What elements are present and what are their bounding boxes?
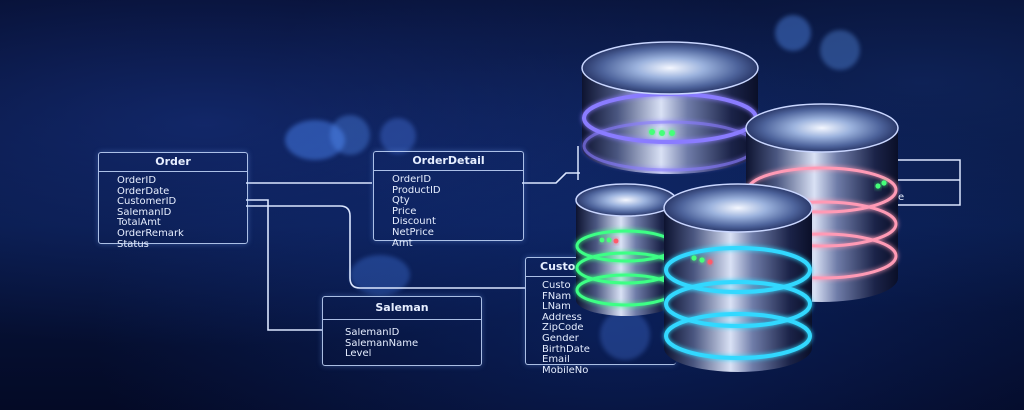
- table-field: SalemanID: [117, 207, 172, 218]
- table-field: Discount: [392, 217, 436, 228]
- bokeh-light: [330, 115, 370, 155]
- table-field: Price: [392, 206, 417, 217]
- table-field: TotalAmt: [117, 218, 161, 229]
- bokeh-light: [380, 118, 416, 154]
- order-to-saleman-line: [246, 199, 322, 331]
- table-title: OrderDetail: [374, 152, 523, 171]
- bokeh-light: [600, 310, 650, 360]
- table-field: Custo: [542, 281, 571, 291]
- database-server-icon: [581, 41, 759, 174]
- table-field: ZipCode: [542, 323, 584, 334]
- table-field: MobileNo: [542, 365, 589, 376]
- table-field: OrderDate: [117, 186, 170, 197]
- table-field: SalemanName: [345, 338, 419, 349]
- bokeh-light: [285, 120, 345, 160]
- orderdetail-to-product-line: [522, 172, 580, 184]
- bokeh-light: [775, 15, 811, 51]
- bokeh-light: [820, 30, 860, 70]
- table-field: NetPrice: [392, 227, 434, 238]
- table-field: ProductID: [392, 185, 441, 196]
- table-field: OrderID: [392, 175, 432, 185]
- table-field: Gender: [542, 333, 579, 344]
- table-field: Amt: [392, 238, 413, 249]
- table-field: BirthDate: [542, 344, 590, 355]
- order-to-customer-line: [246, 205, 525, 289]
- table-field: Status: [117, 239, 149, 250]
- table-title: Saleman: [323, 297, 481, 320]
- table-title: Custo: [526, 258, 676, 277]
- relationship-lines: [246, 172, 580, 331]
- table-field: CustomerID: [117, 197, 177, 208]
- database-server-icon: [745, 103, 899, 302]
- table-field: Address: [542, 312, 582, 323]
- table-field: LNam: [542, 302, 571, 313]
- table-field: FNam: [542, 291, 572, 302]
- table-field: Level: [345, 349, 372, 360]
- table-field: OrderRemark: [117, 228, 184, 239]
- table-field: OrderID: [117, 176, 157, 186]
- table-field: SalemanID: [345, 328, 400, 338]
- table-field: Email: [542, 355, 570, 366]
- table-title: Order: [99, 153, 247, 172]
- table-field: Qty: [392, 196, 410, 207]
- partial-table-fragment: e: [898, 192, 904, 203]
